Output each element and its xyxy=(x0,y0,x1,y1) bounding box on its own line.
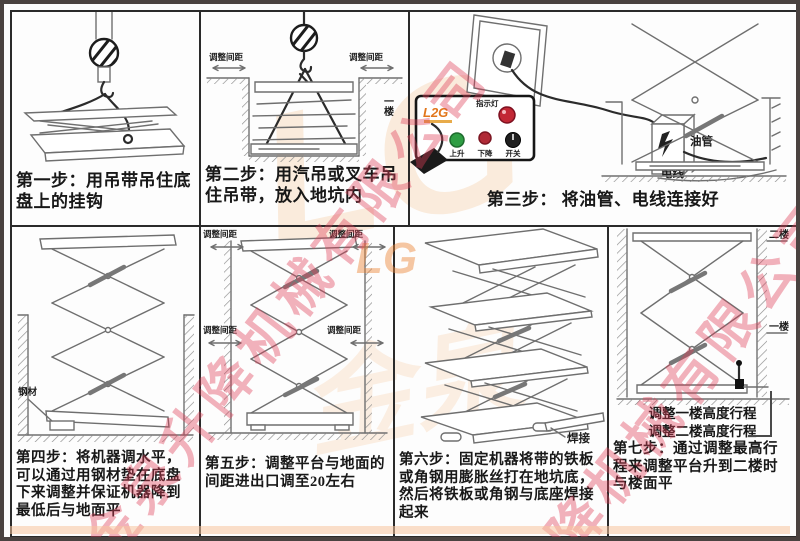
gap-arrow-mid-right xyxy=(350,339,384,347)
gap-label-mid-left: 调整间距 xyxy=(203,325,238,335)
pit-section xyxy=(206,77,403,162)
gap-arrow-top-left xyxy=(210,243,244,251)
pendant-logo-underline xyxy=(424,120,452,123)
step4-caption: 第四步：将机器调水平，可以通过用钢材垫在底盘下来调整并保证机器降到最低后与地面平 xyxy=(16,450,181,520)
steel-label: 钢材 xyxy=(18,386,38,398)
step1-drawing-crane-hook-sling xyxy=(23,12,186,162)
gap-arrow-right xyxy=(360,64,394,72)
down-button-icon xyxy=(478,131,492,145)
switch-label: 开关 xyxy=(506,148,521,158)
step2-caption: 第二步：用汽吊或叉车吊住吊带，放入地坑内 xyxy=(205,165,398,205)
hydraulic-cylinder xyxy=(282,268,320,290)
hook-shank xyxy=(97,66,111,83)
step3-drawing-connect-hose-wire: L2G 指示灯 上升 下降 开关 电源 xyxy=(410,14,787,182)
indicator-light-icon xyxy=(498,106,516,124)
indicator-highlight xyxy=(502,110,506,114)
hydraulic-cylinder xyxy=(87,372,127,396)
wall-socket-plate xyxy=(466,14,548,107)
step2-drawing-lower-into-pit: 调整间距 调整间距 一楼 xyxy=(206,12,403,162)
base-frame xyxy=(636,384,748,394)
switch-connector-line xyxy=(754,391,772,437)
gap-label-left: 调整间距 xyxy=(209,52,244,62)
base-frame xyxy=(246,412,354,426)
base-foot xyxy=(250,424,266,431)
adjust-floor1-travel-label: 调整一楼高度行程 xyxy=(648,406,757,421)
gap-label-right: 调整间距 xyxy=(349,52,384,62)
adjust-floor2-travel-label: 调整二楼高度行程 xyxy=(648,423,757,439)
step5-caption: 第五步：调整平台与地面的间距进出口调至20左右 xyxy=(205,456,385,490)
indicator-label: 指示灯 xyxy=(476,98,499,108)
scissor-arms xyxy=(640,240,744,386)
perspective-lift xyxy=(420,228,605,444)
down-label: 下降 xyxy=(478,148,493,158)
floor1-label: 一楼 xyxy=(769,320,789,333)
hydraulic-cylinder xyxy=(282,376,320,398)
steel-leader xyxy=(27,398,53,422)
step5-panel: 调整间距 调整间距 调整间距 调整间距 第五步：调整平台与地面的间距进出口调至2… xyxy=(199,225,395,537)
hydraulic-cylinder xyxy=(668,270,708,294)
step6-drawing-weld-base: 焊接 xyxy=(420,228,605,445)
weld-plate xyxy=(544,412,605,432)
oil-pipe-label: 油管 xyxy=(690,134,713,148)
gap-label-top-right: 调整间距 xyxy=(329,229,364,239)
crane-shaft xyxy=(95,12,113,40)
step2-panel: 调整间距 调整间距 一楼 第二步：用汽吊或叉车吊住吊带，放入地坑内 xyxy=(199,10,410,227)
shaft-walls xyxy=(616,228,790,405)
weld-leader xyxy=(550,427,566,438)
travel-limit-switch xyxy=(735,360,769,389)
lift-in-pit xyxy=(601,23,787,182)
step6-panel: 焊接 第六步：固定机器将带的铁板或角钢用膨胀丝打在地坑底，然后将铁板或角钢与底座… xyxy=(393,225,609,537)
pit-walls xyxy=(208,240,388,440)
pit-section xyxy=(17,314,195,442)
power-cord xyxy=(510,68,655,124)
pendant-plug xyxy=(410,148,448,174)
up-label: 上升 xyxy=(450,148,465,158)
platform-top xyxy=(23,106,178,122)
gap-arrow-mid-left xyxy=(208,339,242,347)
base-side xyxy=(44,145,185,162)
control-pendant: L2G 指示灯 上升 下降 开关 xyxy=(410,94,536,174)
base-foot xyxy=(334,424,350,431)
step6-caption: 第六步：固定机器将带的铁板或角钢用膨胀丝打在地坑底，然后将铁板或角钢与底座焊接起… xyxy=(399,452,594,522)
switch-connector-dash xyxy=(748,435,770,437)
steel-shim xyxy=(49,420,75,431)
step3-caption: 第三步： 将油管、电线连接好 xyxy=(486,190,720,209)
step1-caption: 第一步：用吊带吊住底盘上的挂钩 xyxy=(16,171,191,211)
hook-icon xyxy=(100,80,115,99)
floor2-label: 二楼 xyxy=(769,228,789,241)
step4-drawing-level-machine: 钢材 xyxy=(17,234,195,442)
step4-panel: 钢材 第四步：将机器调水平，可以通过用钢材垫在底盘下来调整并保证机器降到最低后与… xyxy=(10,225,201,537)
lightning-icon xyxy=(658,131,673,157)
tilted-base xyxy=(45,410,170,428)
plug-icon xyxy=(500,50,516,69)
gap-arrow-left xyxy=(212,64,246,72)
step5-drawing-adjust-gaps: 调整间距 调整间距 调整间距 调整间距 xyxy=(203,229,388,440)
step7-drawing-travel-adjust: 二楼 一楼 xyxy=(616,228,790,405)
gap-label-mid-right: 调整间距 xyxy=(327,325,362,335)
step7-panel: 二楼 一楼 调整一楼高度行程 调整二楼高度行程 第七步：通过调整最高行程来调整平… xyxy=(607,225,796,537)
weld-label: 焊接 xyxy=(567,431,590,445)
step7-caption: 第七步：通过调整最高行程来调整平台升到二楼时与楼面平 xyxy=(613,441,778,493)
roller-wheel xyxy=(440,432,462,442)
step3-panel: L2G 指示灯 上升 下降 开关 电源 xyxy=(408,10,796,227)
hydraulic-cylinder xyxy=(87,264,127,288)
up-button-icon xyxy=(449,132,465,148)
floor1-label: 一楼 xyxy=(382,96,394,117)
step1-panel: 第一步：用吊带吊住底盘上的挂钩 xyxy=(10,10,201,227)
gap-label-top-left: 调整间距 xyxy=(203,229,238,239)
hydraulic-cylinder xyxy=(668,342,708,366)
folded-lift-stack xyxy=(250,81,358,155)
platform-top xyxy=(632,232,752,242)
platform-top xyxy=(240,236,358,252)
pendant-logo: L2G xyxy=(423,105,448,120)
gap-arrow-top-right xyxy=(352,243,386,251)
pendant-cable xyxy=(430,122,444,154)
lift-hook-ring xyxy=(122,133,134,145)
platform-top xyxy=(39,234,177,250)
